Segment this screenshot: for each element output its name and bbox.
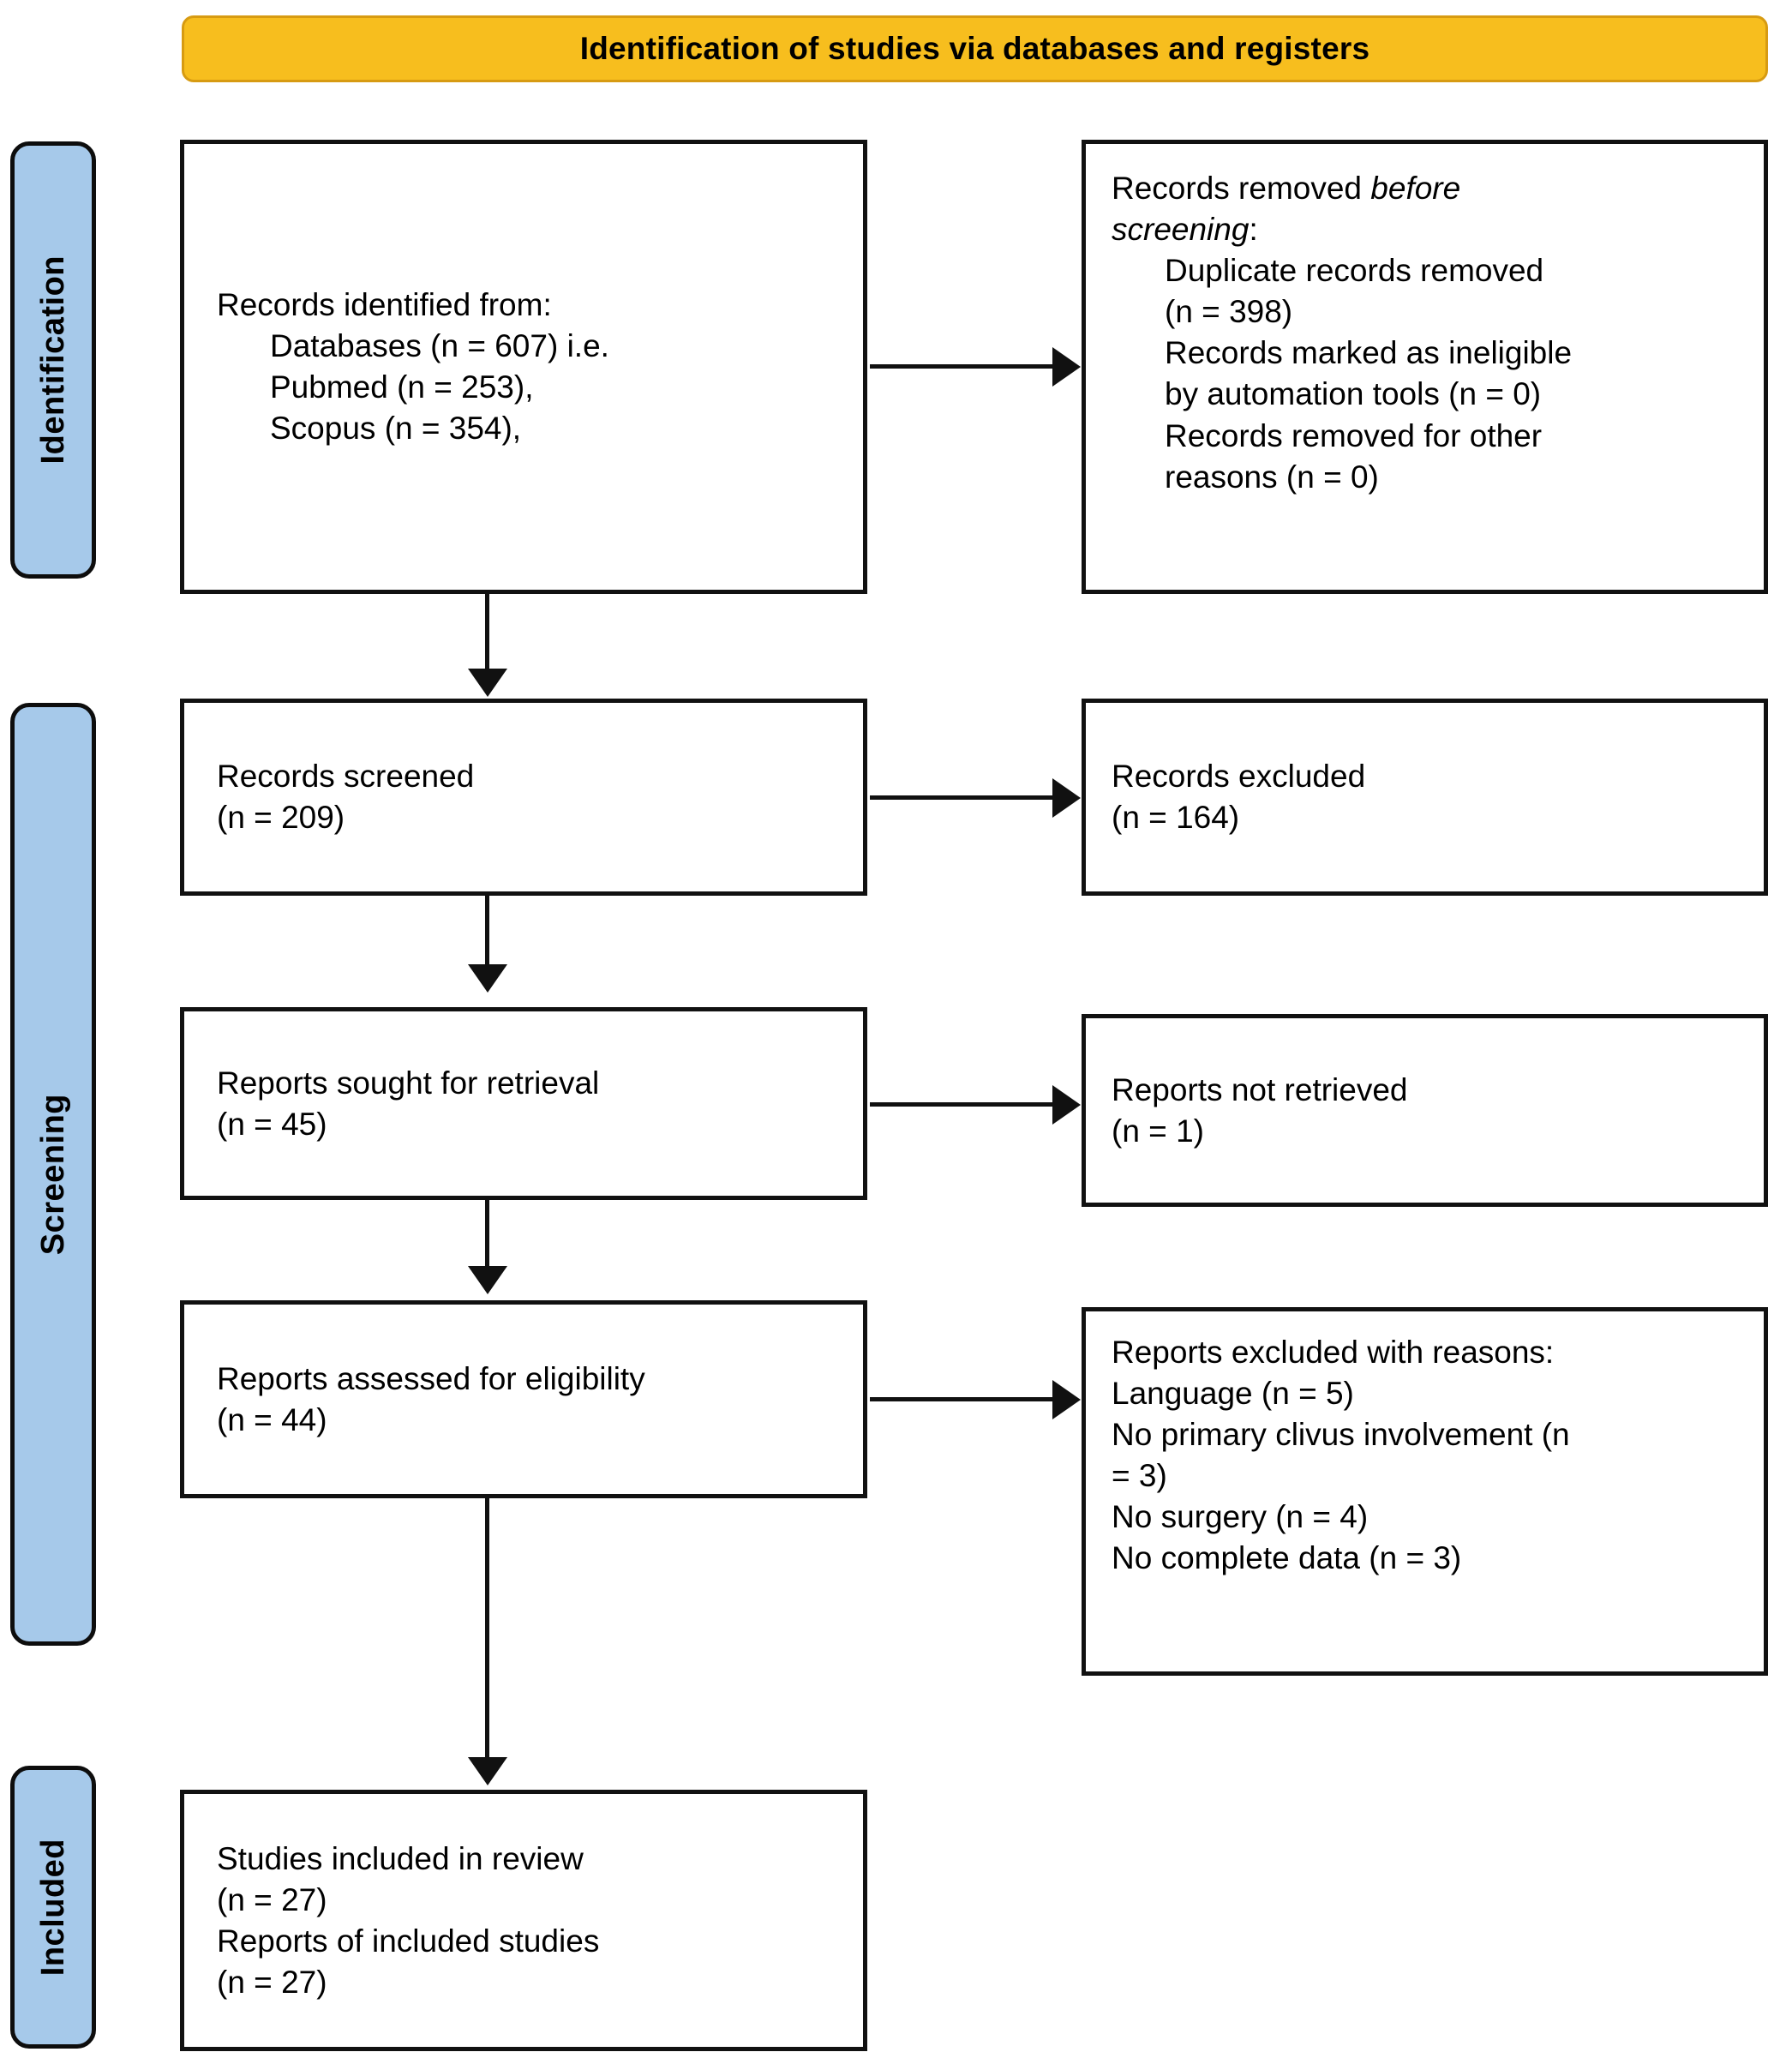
arrow-identified-to-removed-line bbox=[870, 364, 1054, 369]
stage-label-screening-text: Screening bbox=[34, 1093, 71, 1256]
reports-excluded-reasons-line-5: No surgery (n = 4) bbox=[1112, 1499, 1369, 1535]
diagram-header-banner: Identification of studies via databases … bbox=[182, 15, 1768, 82]
records-removed-line-1: Records removed before bbox=[1112, 168, 1747, 209]
stage-label-included: Included bbox=[10, 1766, 96, 2049]
arrow-sought-to-assessed-head bbox=[468, 1266, 507, 1294]
records-identified-line-1: Records identified from: bbox=[217, 286, 552, 322]
arrow-identified-to-screened-head bbox=[468, 669, 507, 697]
box-reports-assessed-for-eligibility: Reports assessed for eligibility (n = 44… bbox=[180, 1300, 867, 1498]
box-records-excluded: Records excluded (n = 164) bbox=[1082, 699, 1768, 896]
records-identified-line-2: Databases (n = 607) i.e. bbox=[270, 327, 609, 363]
records-removed-line-1-a: Records removed bbox=[1112, 171, 1371, 206]
reports-excluded-reasons-line-6: No complete data (n = 3) bbox=[1112, 1540, 1462, 1576]
box-reports-sought-for-retrieval: Reports sought for retrieval (n = 45) bbox=[180, 1007, 867, 1200]
studies-included-line-2: (n = 27) bbox=[217, 1881, 327, 1917]
arrow-assessed-to-excluded-reasons-line bbox=[870, 1397, 1054, 1401]
arrow-assessed-to-included-head bbox=[468, 1757, 507, 1785]
reports-assessed-line-1: Reports assessed for eligibility bbox=[217, 1360, 645, 1396]
box-reports-not-retrieved: Reports not retrieved (n = 1) bbox=[1082, 1014, 1768, 1207]
records-removed-line-2-a: : bbox=[1249, 212, 1258, 248]
reports-excluded-reasons-line-4: = 3) bbox=[1112, 1458, 1167, 1494]
arrow-sought-to-not-retrieved-head bbox=[1052, 1085, 1081, 1125]
records-screened-line-2: (n = 209) bbox=[217, 800, 345, 835]
arrow-identified-to-screened-line bbox=[485, 594, 489, 671]
studies-included-line-1: Studies included in review bbox=[217, 1840, 584, 1876]
reports-assessed-line-2: (n = 44) bbox=[217, 1401, 327, 1437]
records-identified-line-3: Pubmed (n = 253), bbox=[270, 369, 534, 405]
diagram-title: Identification of studies via databases … bbox=[579, 31, 1370, 66]
box-studies-included: Studies included in review (n = 27) Repo… bbox=[180, 1790, 867, 2051]
reports-excluded-reasons-line-3: No primary clivus involvement (n bbox=[1112, 1417, 1570, 1453]
stage-label-identification-text: Identification bbox=[34, 255, 71, 465]
reports-sought-line-1: Reports sought for retrieval bbox=[217, 1065, 600, 1101]
arrow-assessed-to-included-line bbox=[485, 1498, 489, 1764]
arrow-identified-to-removed-head bbox=[1052, 347, 1081, 387]
reports-not-retrieved-line-2: (n = 1) bbox=[1112, 1113, 1204, 1149]
stage-label-screening: Screening bbox=[10, 703, 96, 1646]
records-removed-line-2: screening: bbox=[1112, 209, 1747, 250]
records-excluded-line-1: Records excluded bbox=[1112, 758, 1366, 794]
records-screened-line-1: Records screened bbox=[217, 758, 475, 794]
records-removed-line-7: Records removed for other bbox=[1165, 417, 1543, 453]
studies-included-line-4: (n = 27) bbox=[217, 1964, 327, 2000]
records-removed-line-8: reasons (n = 0) bbox=[1165, 459, 1379, 495]
arrow-screened-to-excluded-line bbox=[870, 795, 1054, 800]
box-records-screened: Records screened (n = 209) bbox=[180, 699, 867, 896]
stage-label-identification: Identification bbox=[10, 141, 96, 579]
box-records-removed-before-screening: Records removed before screening: Duplic… bbox=[1082, 140, 1768, 594]
box-records-identified: Records identified from: Databases (n = … bbox=[180, 140, 867, 594]
arrow-screened-to-sought-head bbox=[468, 964, 507, 993]
records-removed-line-3: Duplicate records removed bbox=[1165, 253, 1544, 289]
records-removed-line-1-emphasis: before bbox=[1370, 171, 1461, 206]
stage-label-included-text: Included bbox=[34, 1838, 71, 1977]
reports-sought-line-2: (n = 45) bbox=[217, 1106, 327, 1142]
reports-excluded-reasons-line-1: Reports excluded with reasons: bbox=[1112, 1335, 1555, 1370]
studies-included-line-3: Reports of included studies bbox=[217, 1923, 600, 1959]
reports-not-retrieved-line-1: Reports not retrieved bbox=[1112, 1071, 1408, 1107]
records-removed-line-6: by automation tools (n = 0) bbox=[1165, 376, 1542, 412]
arrow-screened-to-excluded-head bbox=[1052, 778, 1081, 818]
arrow-assessed-to-excluded-reasons-head bbox=[1052, 1380, 1081, 1419]
records-removed-line-2-emphasis: screening bbox=[1112, 212, 1250, 248]
records-excluded-line-2: (n = 164) bbox=[1112, 800, 1240, 835]
records-identified-line-4: Scopus (n = 354), bbox=[270, 411, 522, 447]
arrow-sought-to-assessed-line bbox=[485, 1200, 489, 1269]
records-removed-line-4: (n = 398) bbox=[1165, 294, 1293, 330]
reports-excluded-reasons-line-2: Language (n = 5) bbox=[1112, 1376, 1354, 1412]
arrow-screened-to-sought-line bbox=[485, 896, 489, 967]
records-removed-line-5: Records marked as ineligible bbox=[1165, 335, 1573, 371]
box-reports-excluded-with-reasons: Reports excluded with reasons: Language … bbox=[1082, 1307, 1768, 1676]
arrow-sought-to-not-retrieved-line bbox=[870, 1102, 1054, 1107]
